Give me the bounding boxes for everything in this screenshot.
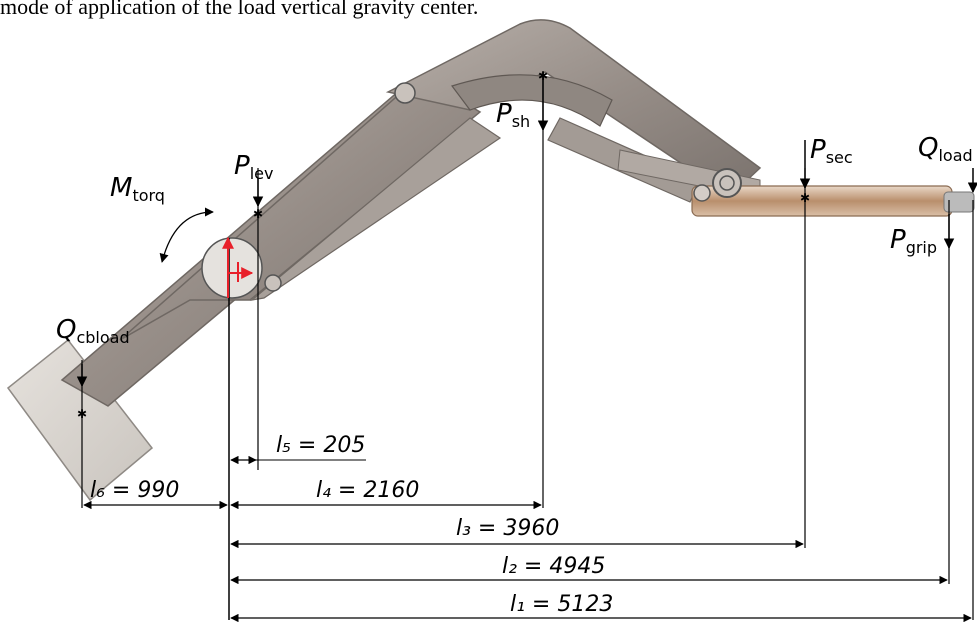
rod-end-cap bbox=[943, 191, 975, 213]
dim-label-l1: l₁ = 5123 bbox=[510, 592, 613, 617]
label-m-torq: Mtorq bbox=[110, 173, 165, 205]
label-p-lev: Plev bbox=[234, 151, 273, 183]
dim-label-l5: l₅ = 205 bbox=[276, 433, 365, 458]
pin-joint bbox=[712, 168, 742, 198]
pin-joint bbox=[394, 82, 416, 104]
secondary-strut bbox=[249, 117, 502, 301]
label-p-grip: Pgrip bbox=[890, 225, 937, 257]
pin-joint bbox=[693, 184, 711, 202]
base-pivot bbox=[201, 237, 263, 299]
label-q-cbload: Qcbload bbox=[56, 315, 130, 347]
dim-label-l2: l₂ = 4945 bbox=[502, 554, 605, 579]
dim-label-l3: l₃ = 3960 bbox=[456, 516, 559, 541]
label-p-sec: Psec bbox=[810, 135, 853, 167]
cg-marker: ✱ bbox=[538, 69, 548, 83]
torque-arc-arrow bbox=[159, 207, 214, 263]
apex-joint-bracket bbox=[451, 74, 613, 127]
pin-joint bbox=[264, 274, 282, 292]
cg-marker: ✱ bbox=[253, 207, 263, 221]
cg-marker: ✱ bbox=[800, 191, 810, 205]
counterweight-box bbox=[6, 338, 154, 502]
main-boom-arm bbox=[119, 75, 482, 341]
caption-text: mode of application of the load vertical… bbox=[0, 0, 479, 19]
dim-label-l6: l₆ = 990 bbox=[90, 478, 179, 503]
label-q-load: Qload bbox=[918, 133, 973, 165]
pin-joint bbox=[719, 175, 735, 191]
apex-arm bbox=[385, 19, 762, 197]
dim-label-l4: l₄ = 2160 bbox=[316, 478, 419, 503]
label-p-sh: Psh bbox=[496, 99, 530, 131]
cg-marker: ✱ bbox=[77, 407, 87, 421]
